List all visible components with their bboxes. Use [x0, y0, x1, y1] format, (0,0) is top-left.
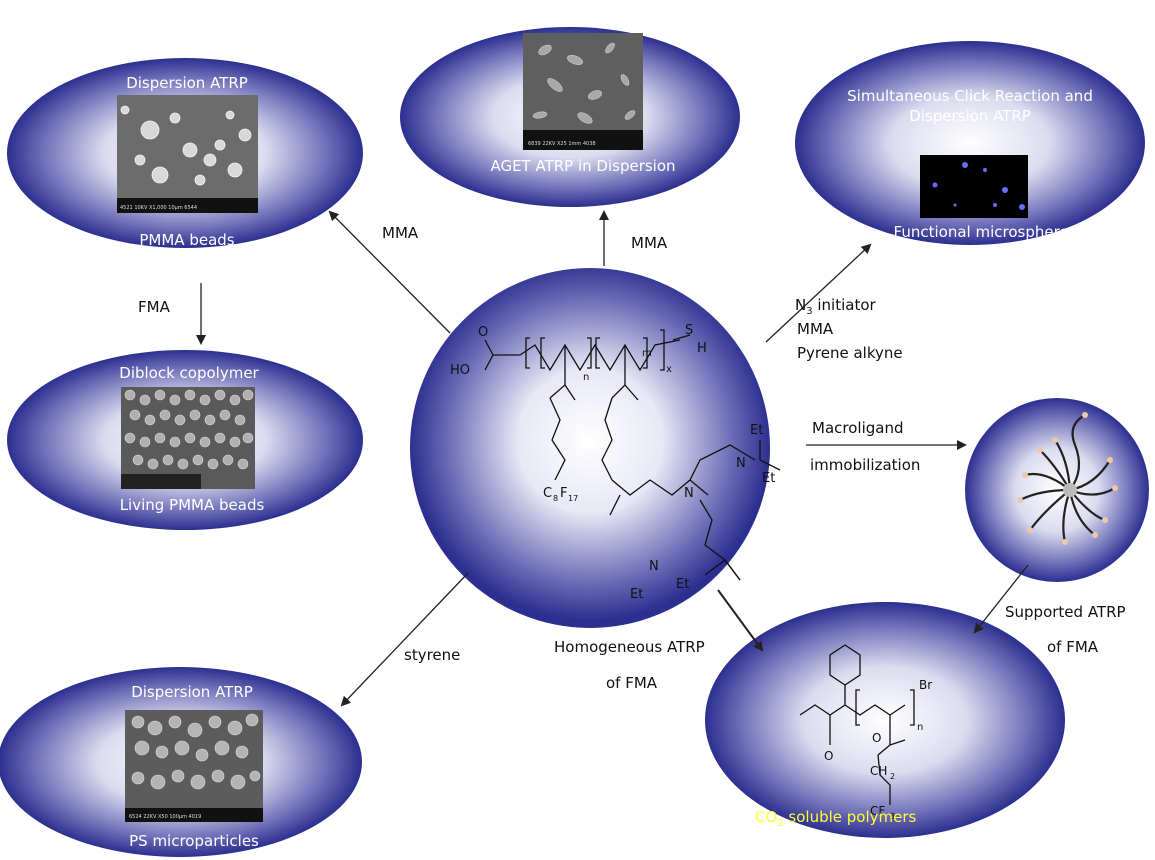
- arrow-n3: [765, 243, 872, 343]
- node-title: Diblock copolymer: [119, 364, 259, 382]
- sem-image-aget: 6839 22KV X25 1mm 4038: [523, 33, 643, 150]
- arrow-label-mma-right: MMA: [797, 320, 834, 338]
- node-title: Dispersion ATRP: [909, 107, 1031, 125]
- arrow-styrene: [340, 572, 469, 707]
- chem-label: Et: [676, 577, 689, 592]
- chem-label: N: [684, 486, 694, 501]
- chem-label: N: [649, 559, 659, 574]
- chem-label: Et: [750, 423, 763, 438]
- arrow-mma-left: [328, 210, 451, 334]
- node-caption: AGET ATRP in Dispersion: [490, 157, 675, 175]
- arrow-supported: [973, 564, 1029, 634]
- arrow-label-immobilization: immobilization: [810, 456, 920, 474]
- chem-label: Br: [919, 678, 932, 692]
- chem-label: Et: [630, 587, 643, 602]
- chem-label: x: [666, 364, 672, 375]
- arrow-label-fma: FMA: [138, 298, 171, 316]
- arrow-label-macroligand: Macroligand: [812, 419, 903, 437]
- sem-scalebar-text: 6524 22KV X50 100μm 4019: [129, 814, 201, 820]
- arrow-label-n3: N3 initiator: [795, 296, 877, 317]
- star-core: [1063, 483, 1077, 497]
- fluorescence-image: [920, 155, 1028, 218]
- chem-label: O: [872, 731, 881, 745]
- node-title: Dispersion ATRP: [126, 74, 248, 92]
- arrow-label-of-fma: of FMA: [606, 674, 658, 692]
- chem-label: C: [543, 486, 552, 501]
- chem-label: m: [642, 348, 652, 359]
- chem-label: n: [583, 372, 589, 383]
- arrow-label-styrene: styrene: [404, 646, 460, 664]
- star-polymer-ends: [1017, 412, 1118, 545]
- node-click-reaction: [795, 41, 1145, 245]
- arrow-label-mma-top: MMA: [631, 234, 668, 252]
- node-central-macroinitiator: [410, 268, 770, 628]
- node-caption: PS microparticles: [129, 832, 259, 850]
- chem-label: CH: [870, 764, 887, 778]
- node-title: Simultaneous Click Reaction and: [847, 87, 1093, 105]
- node-title: Dispersion ATRP: [131, 683, 253, 701]
- arrow-label-pyrene: Pyrene alkyne: [797, 344, 903, 362]
- central-chemical-structure: [484, 329, 781, 581]
- chem-label: Et: [762, 471, 775, 486]
- chem-label: N: [736, 456, 746, 471]
- sem-scalebar-text: 6839 22KV X25 1mm 4038: [528, 141, 596, 147]
- chem-label: 8: [553, 494, 558, 503]
- co2-chemical-structure: [799, 644, 915, 805]
- node-caption: Functional microspheres: [894, 223, 1077, 241]
- chem-label: F: [560, 486, 567, 501]
- arrow-label-mma-left: MMA: [382, 224, 419, 242]
- arrow-homogeneous: [717, 589, 764, 652]
- chem-label: O: [824, 749, 833, 763]
- arrow-label-supported: Supported ATRP: [1005, 603, 1126, 621]
- chem-label: 2: [890, 772, 895, 781]
- arrow-label-homogeneous: Homogeneous ATRP: [554, 638, 705, 656]
- sem-image-ps: 6524 22KV X50 100μm 4019: [125, 710, 263, 822]
- chem-label: 17: [568, 494, 578, 503]
- chem-label: HO: [450, 363, 470, 378]
- chem-label: O: [478, 325, 488, 340]
- node-caption: Living PMMA beads: [120, 496, 265, 514]
- sem-image-pmma-beads: 4521 10KV X1,000 10μm 6544: [117, 95, 258, 213]
- chem-label: n: [917, 722, 923, 733]
- chem-label: 3: [890, 812, 895, 821]
- node-caption-co2: CO2 soluble polymers: [755, 808, 917, 829]
- arrow-label-supported-fma: of FMA: [1047, 638, 1099, 656]
- node-caption: PMMA beads: [139, 231, 234, 249]
- chem-label: H: [697, 341, 707, 356]
- sem-image-living-pmma: [121, 387, 255, 489]
- sem-scalebar-text: 4521 10KV X1,000 10μm 6544: [120, 205, 197, 211]
- chem-label: CF: [870, 804, 885, 818]
- node-co2-soluble: [705, 602, 1065, 838]
- chem-label: S: [685, 323, 693, 338]
